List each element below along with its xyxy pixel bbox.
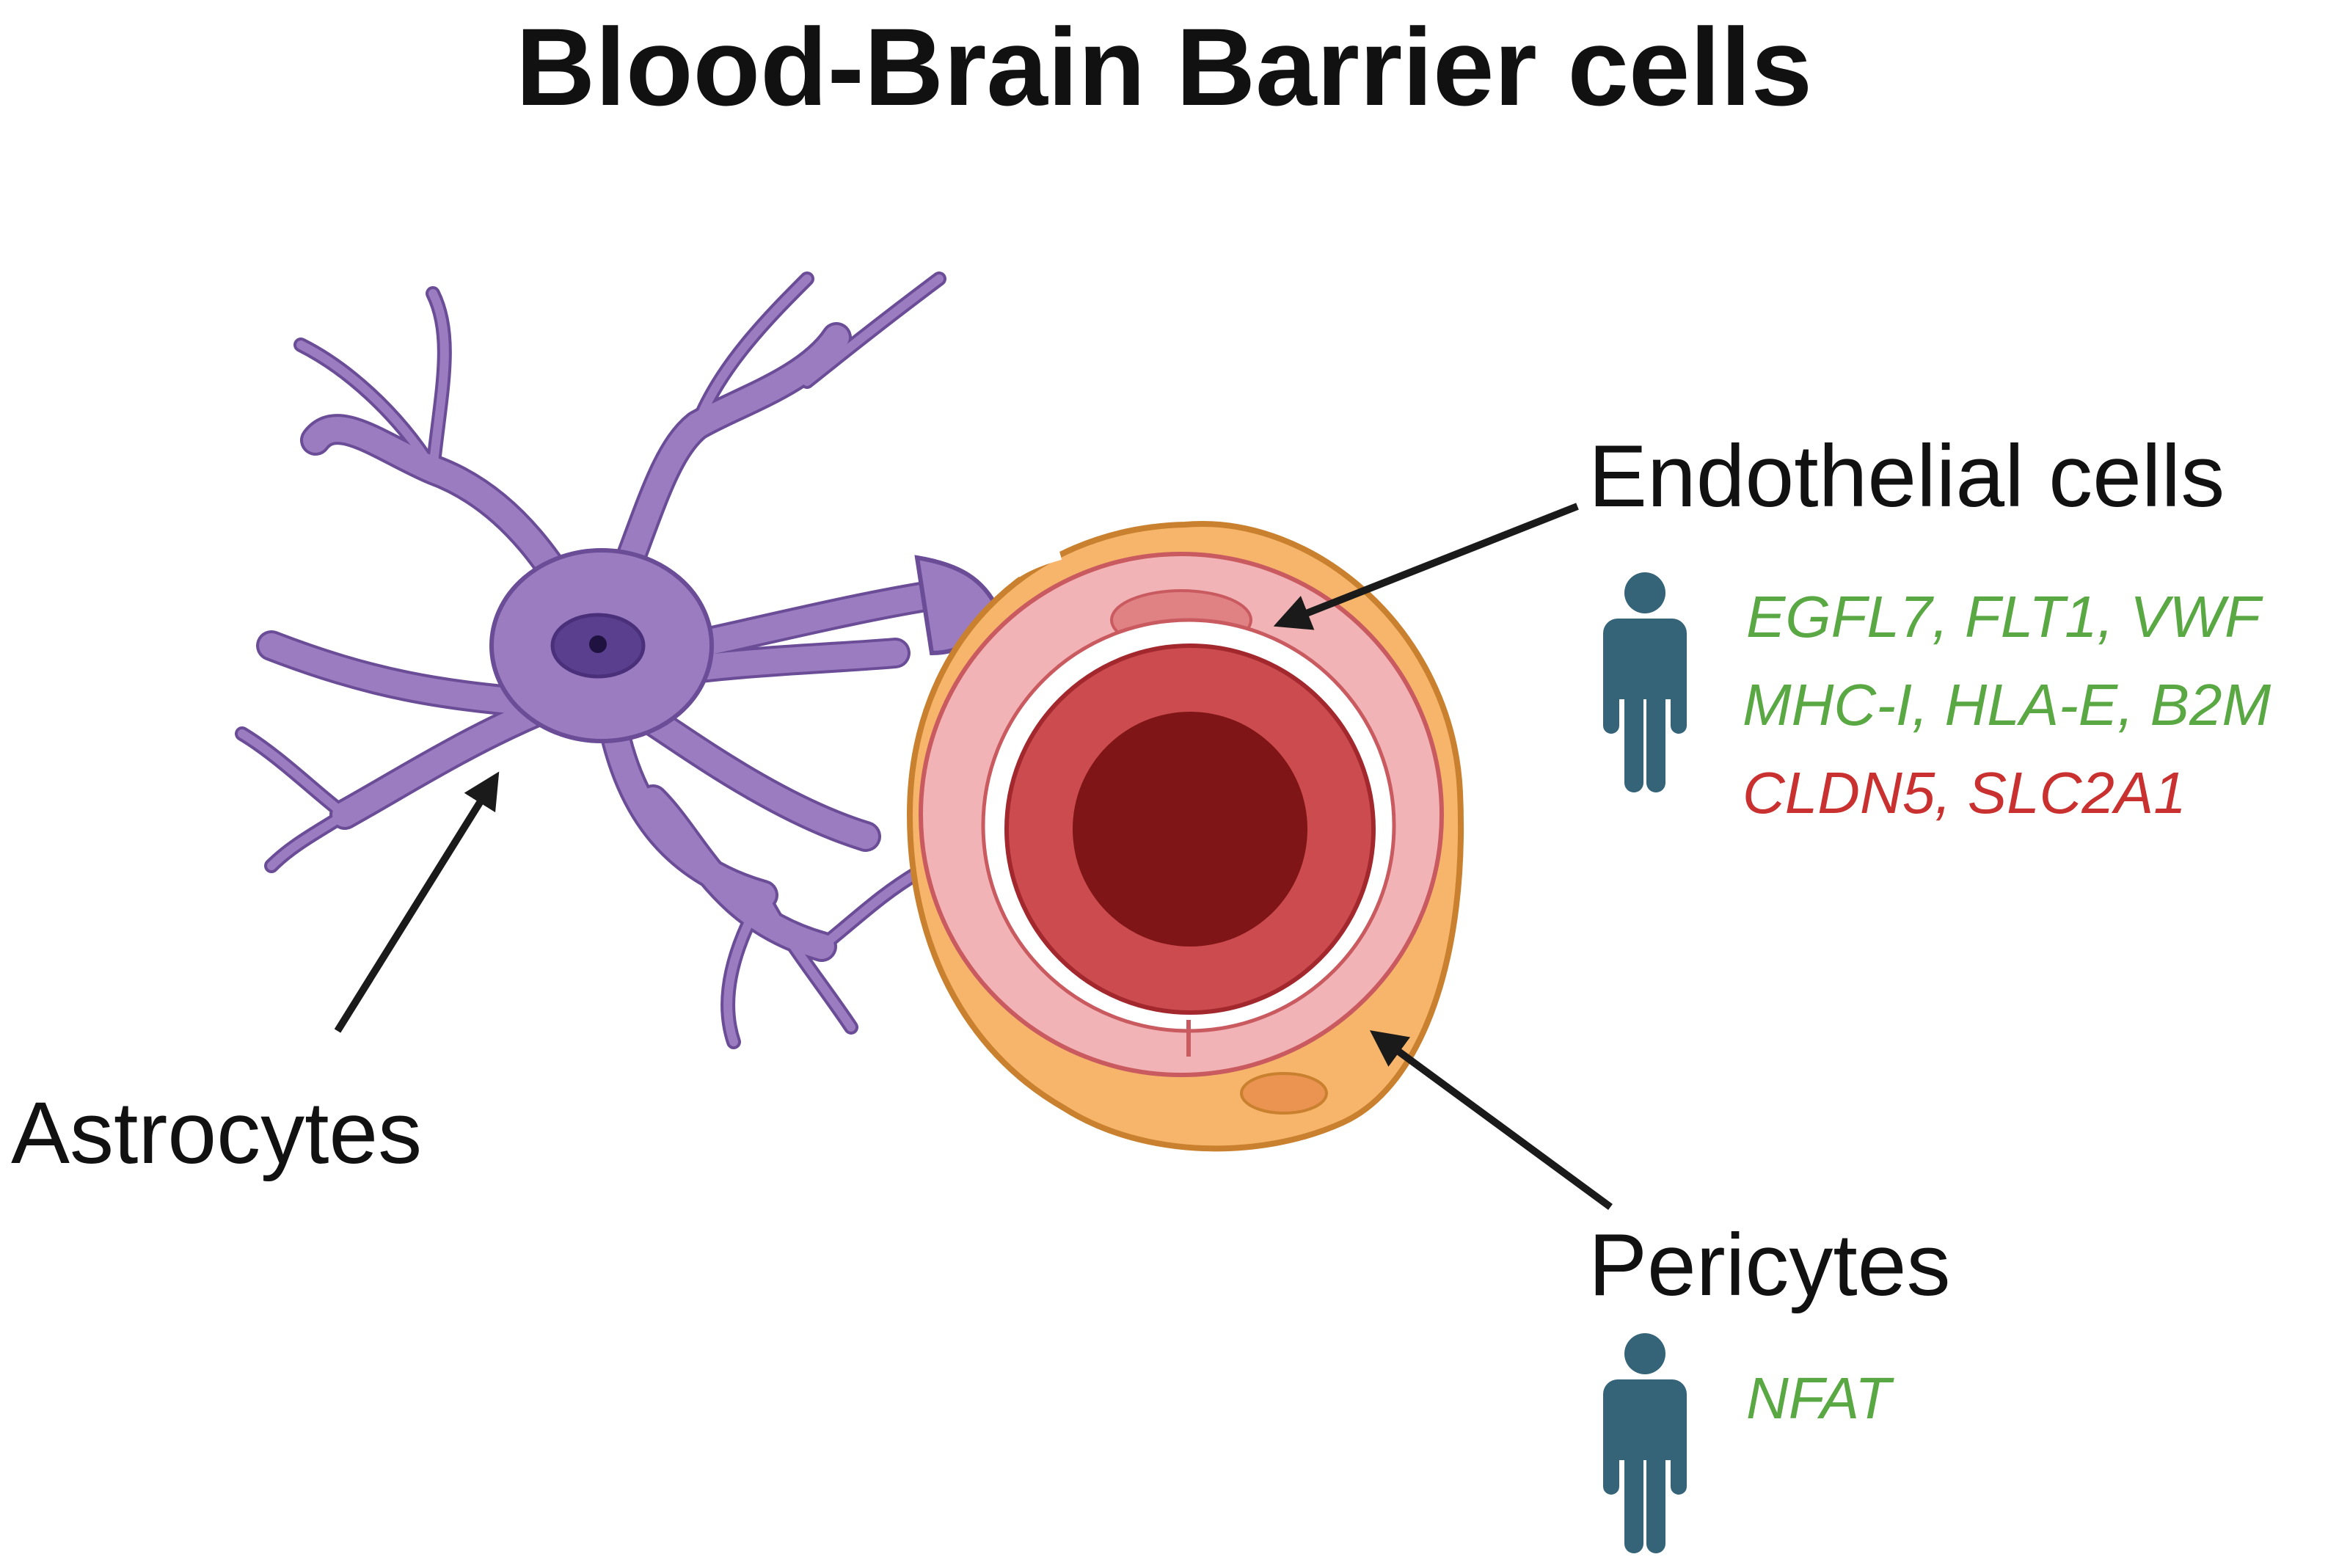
- blood-vessel-cross-section-icon: [906, 521, 1464, 1152]
- person-icon: [1603, 572, 1687, 792]
- person-icon: [1603, 1333, 1687, 1553]
- label-endothelial-cells: Endothelial cells: [1588, 427, 2225, 525]
- diagram-title: Blood-Brain Barrier cells: [515, 5, 1813, 128]
- label-astrocytes: Astrocytes: [11, 1084, 423, 1182]
- endothelial-gene-line: EGFL7, FLT1, VWF: [1746, 584, 2261, 649]
- pericyte-gene-line: NFAT: [1746, 1365, 1891, 1431]
- label-pericytes: Pericytes: [1588, 1216, 1951, 1314]
- endothelial-arrow: [1273, 503, 1579, 630]
- pericytes-arrow: [1369, 1030, 1613, 1211]
- endothelial-gene-line: CLDN5, SLC2A1: [1743, 760, 2186, 825]
- astrocyte-cell-icon: [235, 271, 1001, 1049]
- endothelial-gene-line: MHC-I, HLA-E, B2M: [1743, 672, 2272, 737]
- astrocytes-arrow: [334, 771, 500, 1033]
